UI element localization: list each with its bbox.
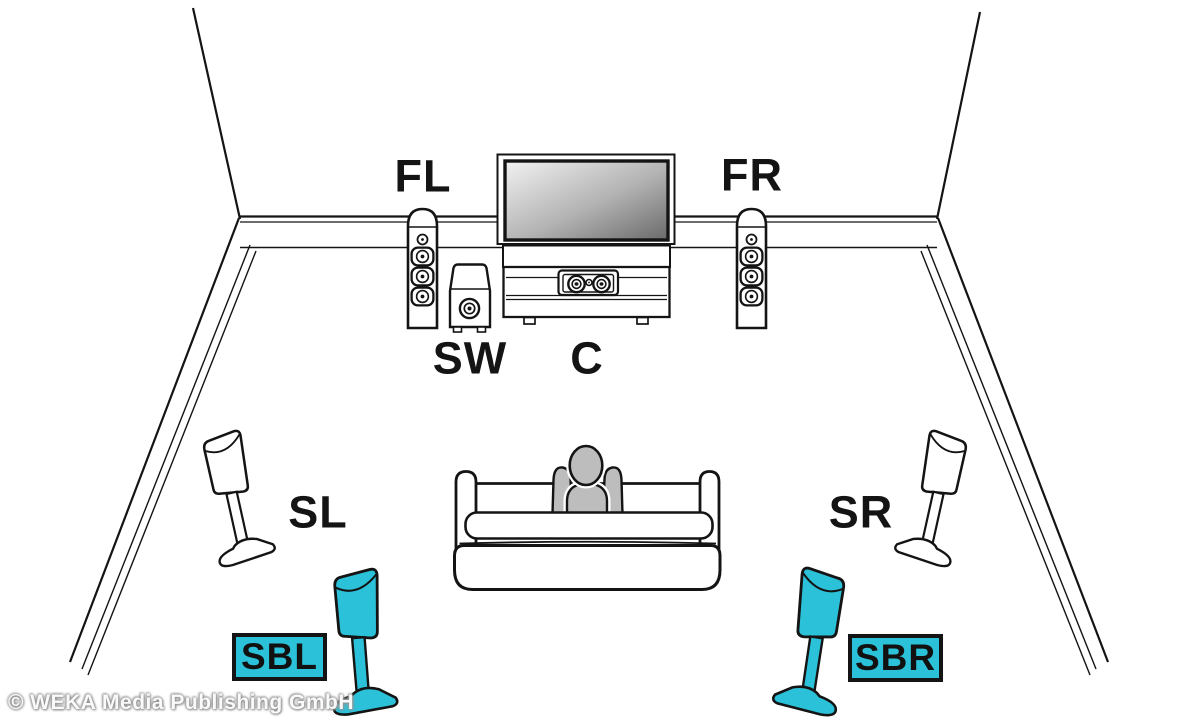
cabinet-top-shelf — [502, 244, 671, 268]
cabinet-foot-left — [523, 316, 536, 325]
front-left-speaker — [406, 207, 439, 330]
left-wall-corner-line — [191, 7, 242, 220]
cabinet-foot-right — [636, 316, 649, 325]
subwoofer-speaker — [448, 263, 492, 333]
surround-left-speaker — [196, 426, 278, 569]
left-wall-baseboard — [68, 217, 257, 676]
tv-screen — [503, 159, 670, 242]
label-surround-back-right: SBR — [848, 634, 943, 682]
right-wall-baseboard — [920, 217, 1110, 676]
label-front-left: FL — [394, 150, 452, 202]
label-center: C — [570, 332, 604, 384]
tv-cabinet — [502, 244, 671, 325]
sofa-cushion-underline — [459, 540, 717, 545]
label-surround-left: SL — [288, 486, 348, 538]
center-speaker — [557, 269, 620, 297]
label-front-right: FR — [721, 149, 783, 201]
diagram-art — [68, 7, 1110, 718]
person-torso — [565, 483, 609, 516]
label-surround-right: SR — [828, 486, 894, 538]
surround-back-right-speaker — [770, 564, 852, 718]
front-right-speaker — [735, 207, 768, 330]
person-head — [568, 444, 604, 487]
sofa-base — [453, 544, 722, 591]
label-subwoofer: SW — [432, 332, 508, 384]
sofa — [453, 442, 722, 591]
surround-right-speaker — [892, 426, 974, 569]
watermark: © WEKA Media Publishing GmbH — [8, 691, 355, 714]
sofa-cushion-bar — [464, 511, 714, 540]
person — [551, 442, 624, 518]
label-surround-back-left: SBL — [232, 633, 327, 681]
right-wall-corner-line — [935, 11, 982, 220]
